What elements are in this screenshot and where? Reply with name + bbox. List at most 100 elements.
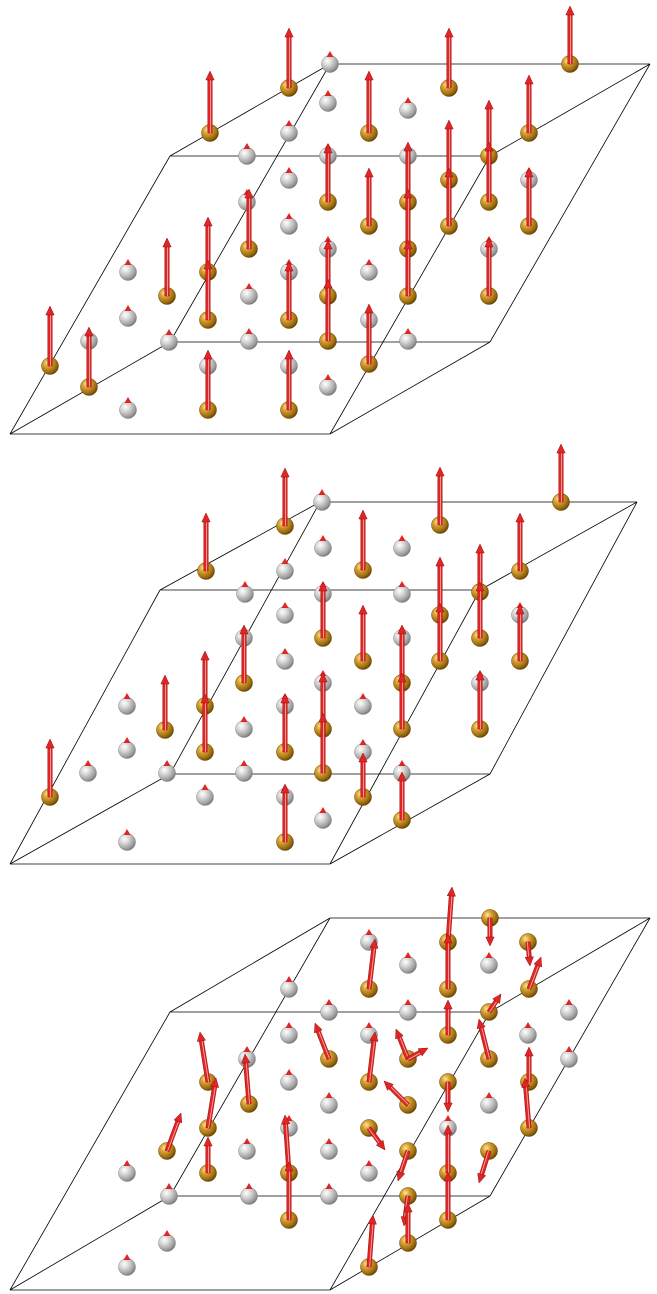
spin-arrow [443,1171,453,1221]
small-moment-marker [325,1092,333,1098]
cell-edge [489,501,638,775]
spin-arrow [280,693,290,753]
small-moment-marker [359,693,367,699]
spin-arrow [524,941,534,967]
nonmagnetic-atom [276,652,294,670]
small-moment-marker [281,648,289,654]
spin-arrow [403,141,413,203]
spin-arrow [484,141,494,203]
spin-arrow [366,1031,379,1083]
cell-edge [479,501,638,591]
spin-arrow [284,27,294,89]
cell-edge [9,589,161,865]
spin-arrow [284,1161,294,1221]
small-moment-marker [165,1183,173,1189]
small-moment-marker [165,329,173,335]
cell-edge [169,63,331,157]
spin-arrow [84,326,94,388]
spin-arrow [244,188,254,250]
nonmagnetic-atom [280,980,298,998]
spin-arrow [524,167,534,227]
small-moment-marker [285,976,293,982]
spin-arrow [475,581,485,639]
cell-edge [9,1011,171,1291]
spin-arrow [239,624,249,684]
nonmagnetic-atom [314,811,332,829]
spin-arrow [203,216,213,273]
spin-arrow [521,1077,532,1129]
nonmagnetic-atom [276,606,294,624]
spin-arrow [203,259,213,321]
small-moment-marker [324,90,332,96]
nonmagnetic-atom [119,401,137,419]
nonmagnetic-atom [321,55,339,73]
nonmagnetic-atom [196,788,214,806]
spin-arrow [45,305,55,367]
spin-arrow [524,74,534,134]
spin-arrow [397,771,407,821]
small-moment-marker [124,397,132,403]
spin-arrow [196,1031,211,1083]
spin-arrow [241,1053,252,1105]
spin-arrow [314,1022,332,1061]
small-moment-marker [124,305,132,311]
spin-arrow [323,143,333,203]
nonmagnetic-atom [320,1142,338,1160]
cell-edge [329,341,491,435]
small-moment-marker [285,120,293,126]
nonmagnetic-atom [480,1096,498,1114]
nonmagnetic-atom [119,309,137,327]
small-moment-marker [245,1183,253,1189]
small-moment-marker [444,1115,452,1121]
nonmagnetic-atom [240,1187,258,1205]
small-moment-marker [123,1254,131,1260]
spin-arrow [205,70,215,134]
nonmagnetic-atom [79,764,97,782]
spin-arrow [476,1018,492,1060]
spin-arrow [358,509,368,571]
spin-arrow [443,933,453,990]
small-moment-marker [325,999,333,1005]
small-moment-marker [243,143,251,149]
nonmagnetic-atom [118,1164,136,1182]
small-moment-marker [365,929,373,935]
cell-edge [489,63,651,343]
small-moment-marker [524,1022,532,1028]
small-moment-marker [285,1022,293,1028]
nonmagnetic-atom [393,585,411,603]
spin-arrow [485,917,495,947]
spin-arrow [443,1081,453,1113]
small-moment-marker [324,374,332,380]
spin-arrow [435,602,445,662]
nonmagnetic-atom [240,287,258,305]
small-moment-marker [565,1046,573,1052]
small-moment-marker [123,737,131,743]
small-moment-marker [398,581,406,587]
spin-arrow [444,167,454,227]
small-moment-marker [243,1046,251,1052]
spin-arrow [477,1150,492,1184]
nonmagnetic-atom [319,94,337,112]
spin-arrow [284,349,294,411]
small-moment-marker [84,760,92,766]
nonmagnetic-atom [158,764,176,782]
small-moment-marker [240,760,248,766]
nonmagnetic-atom [235,764,253,782]
nonmagnetic-atom [360,263,378,281]
spin-arrow [526,956,543,991]
spin-arrow [444,27,454,89]
spin-arrow [200,693,210,753]
nonmagnetic-atom [354,697,372,715]
spin-arrow [281,1114,292,1174]
small-moment-marker [318,489,326,495]
small-moment-marker [124,259,132,265]
nonmagnetic-atom [560,1050,578,1068]
nonmagnetic-atom [118,741,136,759]
nonmagnetic-atom [119,263,137,281]
panel-collinear-2 [9,443,638,865]
spin-arrow [358,752,368,798]
small-moment-marker [404,328,412,334]
spin-arrow [403,188,413,250]
small-moment-marker [241,581,249,587]
